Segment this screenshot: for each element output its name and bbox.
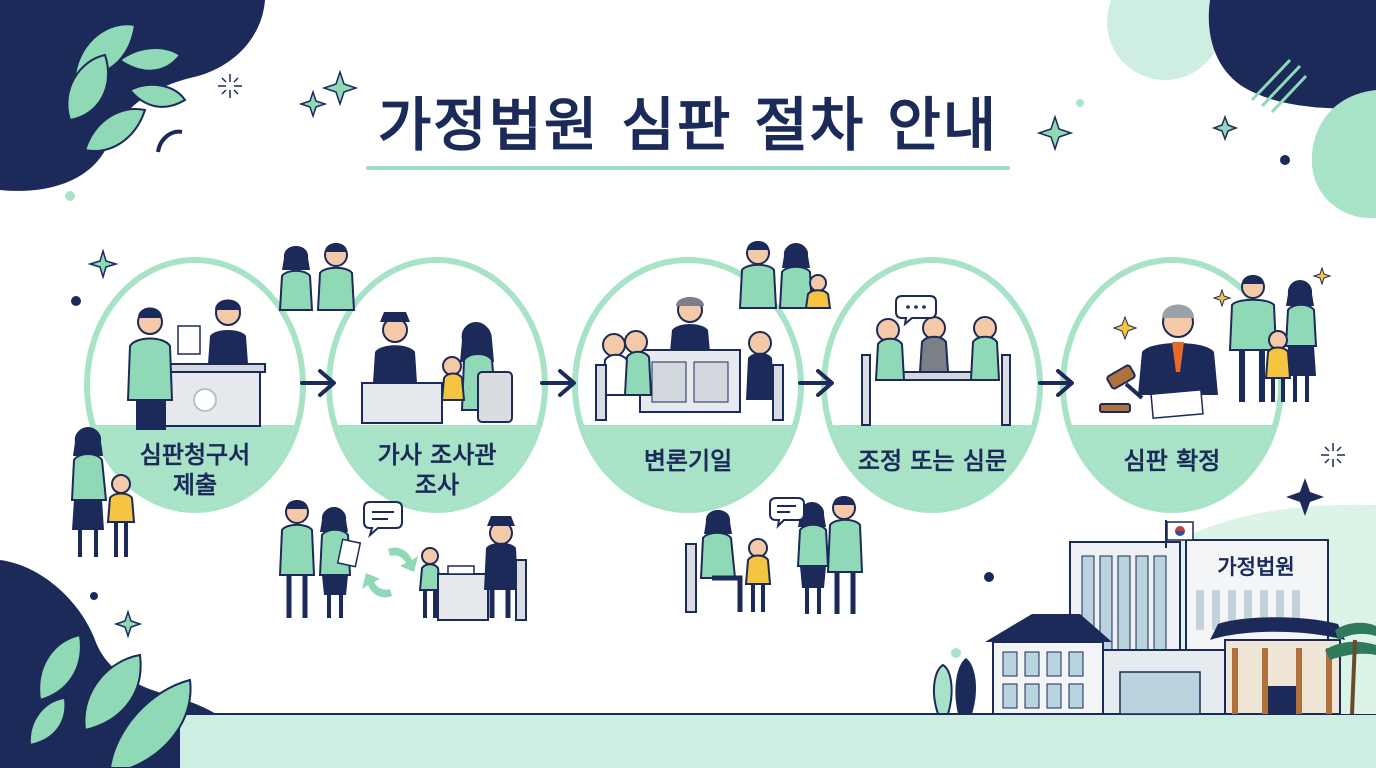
leaf-icon xyxy=(28,633,192,768)
title-underline xyxy=(366,166,1010,170)
step-3-label-line1: 변론기일 xyxy=(643,447,733,475)
arrow-right-icon xyxy=(798,369,834,397)
step-2-label: 가사 조사관 조사 xyxy=(352,440,522,500)
sparkle-icon xyxy=(1112,266,1332,341)
court-emblem-icon xyxy=(193,388,217,412)
step-3-label: 변론기일 xyxy=(603,446,773,476)
family-illustration xyxy=(1228,275,1318,402)
sparkle-icon xyxy=(1286,478,1324,516)
step-2-label-line2: 조사 xyxy=(414,471,460,499)
sparkle-icon xyxy=(218,74,1345,467)
family-illustration xyxy=(278,243,356,311)
family-illustration xyxy=(738,241,832,309)
step-1-label-line2: 제출 xyxy=(172,471,218,499)
step-4-label: 조정 또는 심문 xyxy=(840,446,1025,476)
step-1-circle xyxy=(84,257,306,513)
step-5-label-line1: 심판 확정 xyxy=(1123,447,1221,475)
arrow-right-icon xyxy=(1038,369,1074,397)
family-illustration xyxy=(70,427,136,557)
speech-bubble-icon xyxy=(363,501,403,538)
speech-bubble-icon xyxy=(895,295,937,327)
step-2-label-line1: 가사 조사관 xyxy=(377,441,497,469)
step-1-label-line1: 심판청구서 xyxy=(139,441,251,469)
step-2-circle xyxy=(326,257,548,513)
step-5-circle xyxy=(1060,257,1332,513)
step-4-circle xyxy=(821,257,1043,513)
step-3-circle xyxy=(572,257,804,513)
speech-bubble-icon xyxy=(769,497,805,529)
korean-flag-icon xyxy=(1166,521,1194,541)
courthouse-illustration xyxy=(932,520,1376,715)
arrow-right-icon xyxy=(300,369,336,397)
sparkle-icon xyxy=(87,69,1239,639)
corner-blob-top-left xyxy=(0,0,265,191)
cycle-arrows-icon xyxy=(362,547,418,598)
arrow-right-icon xyxy=(540,369,576,397)
decor-dots xyxy=(65,99,1290,658)
family-illustration xyxy=(685,496,864,614)
gavel-icon xyxy=(1099,364,1144,413)
step-4-label-line1: 조정 또는 심문 xyxy=(857,447,1008,475)
page-title: 가정법원 심판 절차 안내 xyxy=(377,91,999,159)
leaf-icon xyxy=(66,23,187,152)
building-sign: 가정법원 xyxy=(1217,555,1295,579)
investigation-scene xyxy=(278,500,527,621)
corner-blob-top-right xyxy=(1107,0,1376,219)
step-5-label: 심판 확정 xyxy=(1092,446,1252,476)
step-1-label: 심판청구서 제출 xyxy=(115,440,275,500)
